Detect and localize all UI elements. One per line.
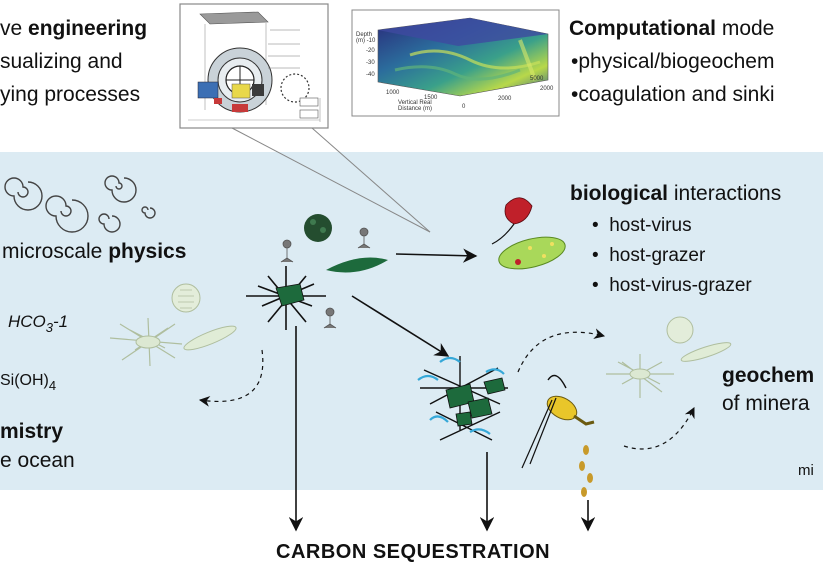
engineering-line-2: sualizing and — [0, 50, 123, 73]
red-flagellate — [491, 197, 533, 245]
heatmap-x-label: Vertical Real Distance (m) — [398, 100, 433, 112]
geochem-line-2: of minera — [722, 392, 810, 415]
faded-diatom-left — [109, 283, 237, 367]
ocean-label: e ocean — [0, 449, 75, 472]
chemistry-label: mistry — [0, 420, 64, 443]
geochem-heading: geochem — [722, 364, 815, 387]
heatmap-small-number: 0 — [462, 104, 466, 110]
heatmap-x-tick-1: 1000 — [386, 90, 400, 96]
heatmap-depth-tick-1: -20 — [366, 48, 375, 54]
green-ciliate — [498, 236, 566, 270]
biological-item-host-grazer: • host-grazer — [592, 245, 706, 266]
faded-diatom-right — [606, 316, 732, 398]
dashed-loop-left — [198, 349, 264, 407]
copepod-grazer — [521, 374, 595, 497]
biological-item-host-virus-grazer: • host-virus-grazer — [592, 275, 752, 296]
dashed-arrow-right-bottom — [623, 407, 695, 450]
engineering-heading: ve engineering — [0, 17, 148, 40]
arrow-to-aggregate — [351, 295, 450, 357]
computational-bullet-2: •coagulation and sinki — [571, 83, 775, 106]
corner-text: mi — [798, 462, 814, 479]
heatmap-y-tick-1: 2000 — [540, 86, 554, 92]
heatmap-depth-label: Depth (m) -10 — [356, 32, 376, 44]
engineering-line-3: ying processes — [0, 83, 141, 106]
marine-snow-aggregate — [417, 356, 508, 441]
turbulence-swirls — [4, 175, 156, 233]
computational-bullet-1: •physical/biogeochem — [571, 50, 775, 73]
zoom-line-right — [311, 127, 431, 233]
heatmap-x-tick-3: 2000 — [498, 96, 512, 102]
heatmap-x-tick-2: 1500 — [424, 95, 438, 101]
heatmap-depth-tick-3: -40 — [366, 72, 375, 78]
biological-item-host-virus: • host-virus — [592, 215, 692, 236]
bicarbonate-label: HCO3-1 — [8, 312, 69, 335]
biological-heading: biological interactions — [570, 182, 782, 205]
heatmap-depth-tick-2: -30 — [366, 60, 375, 66]
apparatus-image — [179, 3, 329, 129]
central-organisms — [246, 214, 388, 330]
physics-label: microscale physics — [2, 240, 187, 263]
zoom-line-left — [231, 127, 431, 233]
silicic-acid-label: Si(OH)4 — [0, 372, 57, 393]
arrow-to-biological — [395, 248, 478, 263]
dashed-arrow-right-top — [517, 328, 606, 373]
computational-heading: Computational mode — [569, 17, 775, 40]
heatmap-y-tick-2: 5000 — [530, 76, 544, 82]
carbon-sequestration-title: CARBON SEQUESTRATION — [276, 541, 551, 563]
heatmap-image — [351, 9, 560, 117]
